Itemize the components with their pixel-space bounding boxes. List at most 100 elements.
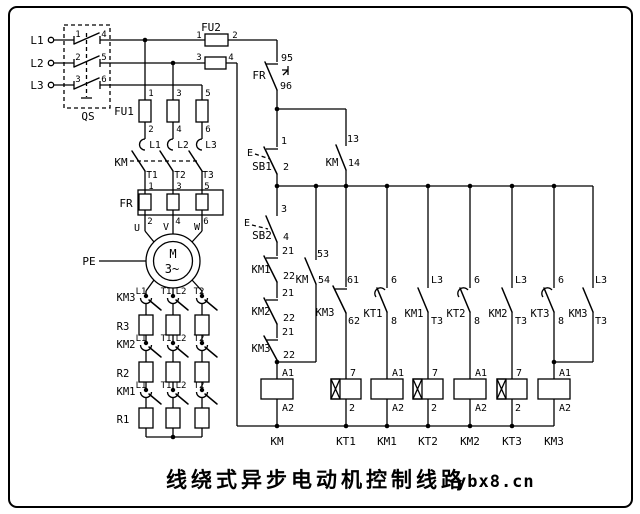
- qs-blade-1: [73, 32, 100, 45]
- fu1-fuse-1: [138, 99, 152, 123]
- kt3-delay-symbol: [541, 287, 553, 298]
- qs-terminal-4: 4: [101, 30, 106, 40]
- km-main-t1: T1: [146, 170, 158, 181]
- km1-aux-t3: T3: [431, 316, 443, 327]
- fu2-fuse-2: [204, 56, 227, 70]
- r3-resistor-1: [138, 314, 154, 336]
- fu1-terminal-4: 4: [176, 125, 181, 135]
- km2-rotor-t1: T1: [161, 334, 172, 344]
- km1-nc-name: KM1: [252, 264, 271, 276]
- fr-name: FR: [119, 197, 133, 210]
- kt2-delay-symbol: [457, 287, 469, 298]
- km3-rotor-t1: T1: [161, 287, 172, 297]
- fu1-name: FU1: [114, 105, 134, 118]
- fu1-terminal-5: 5: [205, 89, 210, 99]
- fr-element-3: [195, 193, 209, 211]
- km3-aux-l3: L3: [595, 275, 607, 286]
- fu2-fuses: [204, 33, 229, 70]
- km3-rotor-name: KM3: [117, 292, 136, 304]
- km1-coil-a1: A1: [392, 368, 404, 379]
- km3-nc2-contact: [332, 285, 347, 314]
- kt2-no-6: 6: [474, 275, 480, 286]
- km2-nc-21: 21: [282, 288, 294, 299]
- sb1-actuator: [254, 153, 271, 160]
- fu1-fuse-2: [166, 99, 180, 123]
- km-main-l2: L2: [177, 140, 188, 151]
- km1-coil-box: [370, 378, 404, 400]
- motor-inner-circle: [152, 240, 194, 282]
- qs-terminal-5: 5: [101, 53, 106, 63]
- watermark: ybx8.cn: [456, 472, 535, 492]
- sb1-terminal-2: 2: [283, 162, 289, 173]
- km3-nc2-name: KM3: [316, 307, 335, 319]
- km2-rotor-t2: T2: [194, 334, 205, 344]
- fu2-terminal-3: 3: [196, 53, 201, 63]
- fu1-terminal-1: 1: [148, 89, 153, 99]
- r1-resistor-3: [194, 407, 210, 429]
- kt1-no-name: KT1: [364, 308, 383, 320]
- fu2-fuse-1: [204, 33, 229, 47]
- km2-aux-t3: T3: [515, 316, 527, 327]
- fr-terminal-2: 2: [147, 217, 152, 227]
- r3-resistor-3: [194, 314, 210, 336]
- phase-l3-label: L3: [30, 79, 43, 92]
- kt1-delay-symbol: [374, 287, 386, 298]
- kt2-no-name: KT2: [447, 308, 466, 320]
- phase-l2-label: L2: [30, 57, 43, 70]
- kt1-contact: [376, 287, 388, 313]
- r1-name: R1: [117, 414, 130, 426]
- kt3-contact: [543, 287, 555, 313]
- km-coil-a2: A2: [282, 403, 294, 414]
- fr-terminal-3: 3: [176, 182, 181, 192]
- fr-box: [137, 189, 224, 216]
- r3-resistor-2: [165, 314, 181, 336]
- sb2-actuator: [251, 224, 269, 230]
- fu2-terminal-2: 2: [232, 31, 237, 41]
- km3-rotor-t2: T2: [194, 287, 205, 297]
- motor-w: W: [194, 222, 201, 233]
- l1-terminal-circle: [47, 36, 55, 44]
- km-hold-54: 54: [318, 275, 330, 286]
- km3-rotor-l1: L1: [136, 287, 147, 297]
- kt2-coil-7: 7: [432, 368, 438, 379]
- qs-switch: [47, 24, 111, 109]
- sb1-contact: [263, 146, 278, 175]
- kt2-no-8: 8: [474, 316, 480, 327]
- fr-element-1: [138, 193, 152, 211]
- motor-m: M: [169, 247, 176, 261]
- kt1-coil-2: 2: [349, 403, 355, 414]
- km1-nc-22: 22: [283, 271, 295, 282]
- pe-label: PE: [82, 255, 95, 268]
- kt3-no-name: KT3: [531, 308, 550, 320]
- coils: [260, 378, 571, 400]
- kt1-no-6: 6: [391, 275, 397, 286]
- motor-u: U: [134, 223, 140, 234]
- qs-dashed-box: [63, 24, 111, 109]
- kt3-no-6: 6: [558, 275, 564, 286]
- sb2-contact: [265, 215, 278, 243]
- km3-aux-t3: T3: [595, 316, 607, 327]
- km3-nc-name: KM3: [252, 343, 271, 355]
- fu2-name: FU2: [201, 21, 221, 34]
- fr-thermal-symbol: [282, 66, 289, 76]
- km3-coil-a2: A2: [559, 403, 571, 414]
- motor-symbol: [145, 233, 201, 289]
- rotor-contacts-resistors: [138, 297, 218, 429]
- r2-resistor-2: [165, 361, 181, 383]
- km1-nc-21: 21: [282, 246, 294, 257]
- km2-nc-contact: [263, 297, 278, 325]
- r2-resistor-1: [138, 361, 154, 383]
- r2-name: R2: [117, 368, 130, 380]
- fr-heater: [137, 189, 224, 216]
- km-coil-box: [260, 378, 294, 400]
- km1-rotor-l2: L2: [176, 381, 187, 391]
- km-hold-contact: [304, 257, 317, 285]
- km3-aux-contact: [582, 287, 594, 313]
- km3-nc2-62: 62: [348, 316, 360, 327]
- sb2-terminal-3: 3: [281, 204, 287, 215]
- sb2-name: SB2: [252, 229, 272, 242]
- km1-nc-contact: [263, 255, 278, 283]
- r3-name: R3: [117, 321, 130, 333]
- kt3-coil-7: 7: [516, 368, 522, 379]
- coil-label-km1: KM1: [377, 435, 397, 448]
